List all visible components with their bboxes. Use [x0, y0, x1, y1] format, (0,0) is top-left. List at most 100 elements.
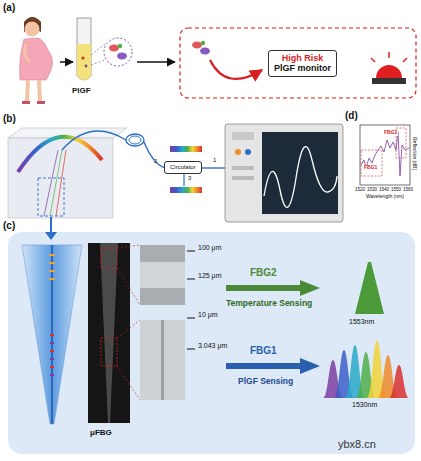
risk-region	[210, 60, 262, 79]
glass-slab	[50, 150, 62, 216]
axis-tick: 1540	[379, 187, 389, 192]
tapered-fiber	[22, 245, 82, 424]
axis-title: Wavelength (nm)	[366, 194, 404, 200]
molecule-zoom	[104, 38, 132, 66]
tapered-fiber	[50, 342, 54, 344]
panel-letter: (b)	[3, 113, 16, 125]
sensing-arrow	[226, 280, 320, 296]
arrow	[137, 61, 175, 63]
alarm-siren	[371, 52, 407, 84]
glass-slab	[56, 150, 66, 216]
panel-letter: (d)	[345, 110, 358, 122]
glass-slab	[8, 128, 127, 218]
temperature-peak	[355, 262, 384, 314]
panel-background	[8, 232, 415, 454]
grating-label: FBG2	[250, 267, 277, 279]
arrow	[60, 62, 73, 63]
tapered-fiber	[49, 278, 55, 280]
interrogator-instrument	[225, 124, 343, 222]
micrograph	[101, 248, 117, 268]
risk-region	[180, 28, 416, 98]
risk-region	[180, 28, 416, 98]
axis-tick: 1560	[403, 187, 413, 192]
dimension-label: 10 μm	[198, 311, 218, 319]
glass-slab	[8, 138, 113, 218]
zoom-image	[140, 245, 185, 400]
alarm-siren	[388, 52, 390, 58]
zoom-arrow	[45, 232, 57, 240]
interrogator-instrument	[262, 132, 338, 214]
zoom-image	[140, 245, 185, 305]
risk-region	[200, 48, 210, 55]
spectrum-plot	[360, 125, 410, 185]
test-tube	[85, 65, 88, 68]
test-tube	[77, 18, 91, 80]
zoom-image	[140, 262, 185, 288]
sensing-label: PlGF Sensing	[238, 377, 293, 387]
molecule-zoom	[109, 45, 119, 52]
spectrum-plot	[360, 125, 410, 185]
dimension-label: 125 μm	[198, 272, 222, 280]
optical-fiber	[126, 134, 144, 146]
zoom-lines	[117, 245, 140, 248]
tapered-fiber	[49, 270, 55, 272]
test-tube	[91, 60, 105, 65]
circulator-box: Circulator	[164, 161, 202, 174]
optical-fiber	[144, 142, 166, 168]
alarm-siren	[376, 65, 402, 78]
arrow	[60, 61, 73, 63]
axis-tick: 1520	[355, 187, 365, 192]
grating-label: FBG1	[250, 345, 277, 357]
zoom-lines	[117, 245, 140, 400]
tapered-fiber	[22, 245, 82, 424]
protein-label: PlGF	[72, 86, 91, 95]
spectrum-plot	[361, 150, 382, 176]
molecule-zoom	[117, 53, 127, 60]
panel-letter: (a)	[3, 2, 15, 14]
spectrum-bar	[170, 146, 202, 152]
zoom-lines	[117, 320, 140, 338]
port-number: 1	[213, 157, 216, 164]
pregnant-woman	[25, 44, 30, 62]
glass-slab	[38, 178, 64, 216]
axis-title: Reflection (dB)	[411, 137, 417, 170]
zoom-image	[140, 320, 185, 400]
test-tube	[91, 44, 105, 55]
dimension-label: 3.043 μm	[198, 342, 227, 350]
tapered-fiber	[50, 334, 54, 336]
zoom-image	[161, 320, 164, 400]
spectrum-peaks	[389, 365, 409, 398]
alarm-siren	[372, 78, 406, 84]
optical-fiber	[62, 131, 226, 186]
sensing-arrow	[226, 358, 320, 374]
wavelength-label: 1530nm	[352, 401, 377, 409]
interrogator-instrument	[232, 176, 254, 180]
test-tube	[81, 56, 84, 59]
tapered-fiber	[49, 262, 55, 264]
optical-fiber	[200, 167, 226, 168]
panel-background	[8, 232, 415, 454]
axis-tick: 1530	[367, 187, 377, 192]
pregnant-woman	[39, 80, 40, 102]
interrogator-instrument	[232, 166, 254, 170]
test-tube	[77, 18, 105, 80]
zoom-lines	[117, 268, 140, 305]
optical-fiber	[62, 131, 126, 150]
zoom-arrow	[45, 217, 57, 240]
alarm-siren	[403, 58, 407, 62]
glass-slab	[18, 137, 102, 172]
axis-tick: 1550	[391, 187, 401, 192]
port-number: 2	[154, 158, 157, 165]
port-number: 3	[188, 175, 191, 182]
risk-region	[192, 42, 202, 49]
arrow	[137, 62, 175, 63]
interrogator-instrument	[232, 132, 254, 140]
pregnant-woman	[25, 22, 40, 37]
wavelength-label: 1553nm	[349, 318, 374, 326]
interrogator-instrument	[235, 149, 241, 155]
test-tube	[77, 44, 91, 80]
dimension-mark	[187, 279, 195, 280]
watermark: ybx8.cn	[338, 438, 376, 451]
